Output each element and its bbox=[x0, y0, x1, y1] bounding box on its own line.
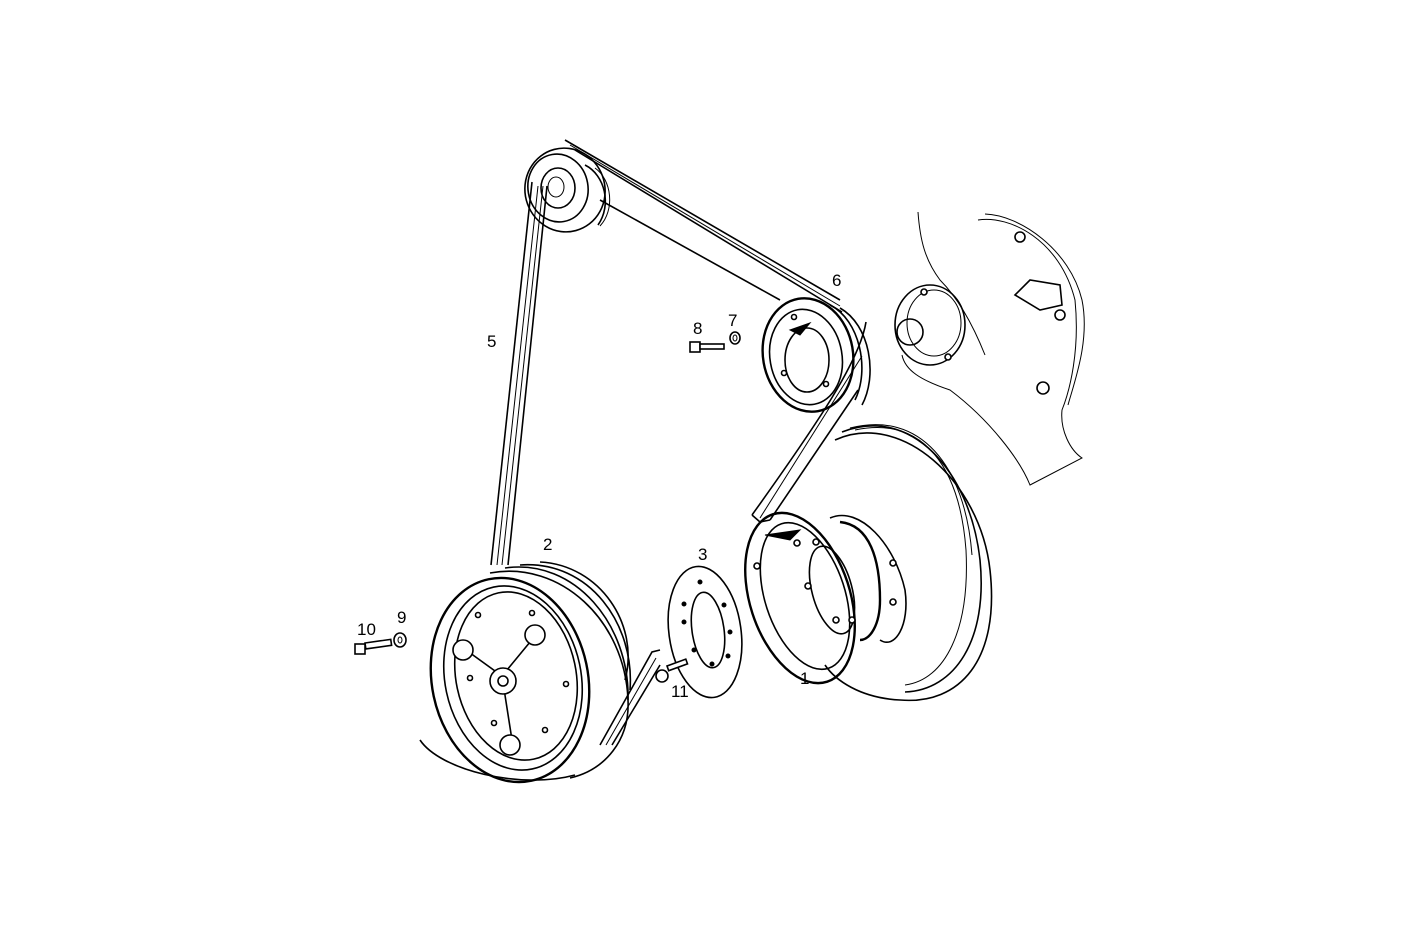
callout-5: 5 bbox=[487, 332, 496, 351]
part-7-washer bbox=[729, 331, 741, 345]
callout-8: 8 bbox=[693, 319, 702, 338]
callout-2: 2 bbox=[543, 535, 552, 554]
part-2-pulley bbox=[419, 561, 632, 784]
part-8-bolt bbox=[689, 341, 725, 353]
crankshaft-pulley-rear-disc bbox=[824, 424, 993, 702]
callout-6: 6 bbox=[832, 271, 841, 290]
part-9-washer bbox=[393, 632, 407, 648]
top-pulley bbox=[524, 147, 611, 233]
water-pump-housing bbox=[894, 211, 1085, 486]
part-1-hub bbox=[744, 511, 907, 685]
callout-10: 10 bbox=[357, 620, 376, 639]
callout-9: 9 bbox=[397, 608, 406, 627]
part-3-spacer-disc bbox=[667, 565, 743, 699]
part-10-bolt bbox=[354, 638, 393, 655]
callout-11: 11 bbox=[671, 682, 689, 701]
callout-7: 7 bbox=[728, 311, 737, 330]
part-6-idler-pulley bbox=[761, 297, 871, 413]
part-11-bolt bbox=[655, 658, 689, 683]
callout-3: 3 bbox=[698, 545, 707, 564]
part-5-belt bbox=[490, 139, 867, 746]
callout-1: 1 bbox=[800, 669, 809, 688]
